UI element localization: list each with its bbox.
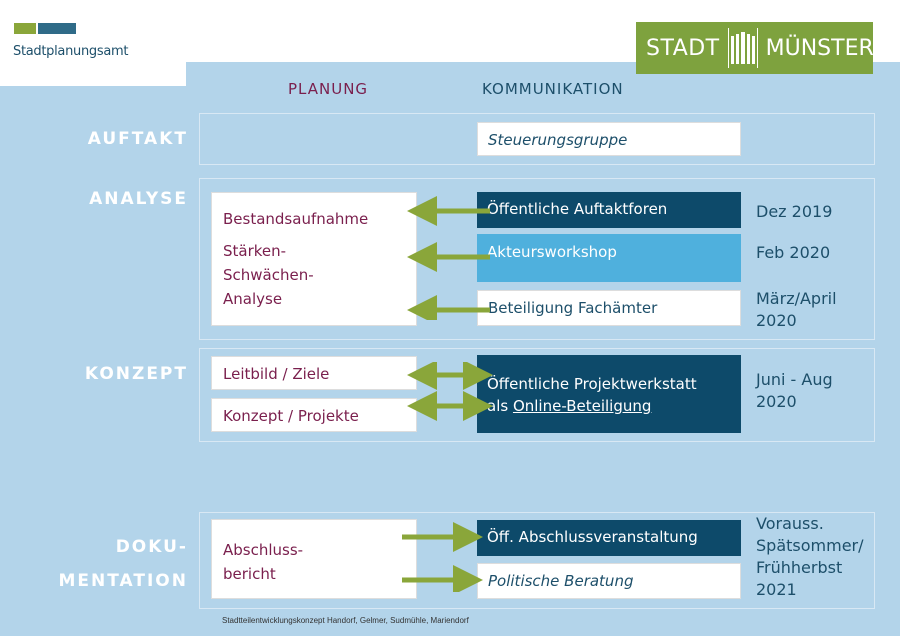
text-abschlussveranstaltung: Öff. Abschlussveranstaltung — [487, 528, 698, 546]
text-staerken: Stärken- — [223, 242, 287, 260]
box-projektwerkstatt: Öffentliche Projektwerkstatt als Online-… — [477, 355, 741, 433]
box-analyse-planung: Bestandsaufnahme Stärken- Schwächen- Ana… — [211, 192, 417, 326]
box-steuerungsgruppe: Steuerungsgruppe — [477, 122, 741, 156]
box-auftaktforen: Öffentliche Auftaktforen — [477, 192, 741, 228]
text-konzept-projekte: Konzept / Projekte — [223, 407, 359, 425]
stadt-muenster-brand: STADT MÜNSTER — [636, 22, 874, 74]
date-dez-2019: Dez 2019 — [756, 202, 833, 221]
cathedral-icon — [727, 28, 758, 68]
logo-blue-bar — [38, 23, 76, 34]
date-maerz-april-line2: 2020 — [756, 311, 797, 330]
box-abschlussveranstaltung: Öff. Abschlussveranstaltung — [477, 520, 741, 556]
logo-text: Stadtplanungsamt — [13, 44, 129, 59]
text-politische-beratung: Politische Beratung — [488, 572, 634, 590]
text-akteursworkshop: Akteursworkshop — [487, 243, 617, 261]
box-akteursworkshop: Akteursworkshop — [477, 234, 741, 282]
date-feb-2020: Feb 2020 — [756, 243, 831, 262]
text-schwaechen: Schwächen- — [223, 266, 314, 284]
date-juni-aug-line2: 2020 — [756, 392, 797, 411]
date-maerz-april: März/April 2020 — [756, 288, 837, 332]
logo-area: Stadtplanungsamt — [0, 0, 186, 86]
analyse-arrows — [407, 196, 490, 320]
konzept-arrows — [407, 362, 493, 421]
box-fachaemter: Beteiligung Fachämter — [477, 290, 741, 326]
date-juni-aug-line1: Juni - Aug — [756, 370, 833, 389]
section-analyse: ANALYSE — [89, 189, 188, 209]
section-doku-line1: DOKU- — [115, 537, 188, 557]
text-fachaemter: Beteiligung Fachämter — [488, 299, 658, 317]
text-auftaktforen: Öffentliche Auftaktforen — [487, 200, 668, 218]
brand-stadt: STADT — [646, 35, 720, 61]
text-bericht: bericht — [223, 565, 276, 583]
doku-arrows — [402, 522, 483, 592]
date-maerz-april-line1: März/April — [756, 289, 837, 308]
date-vorauss-line2: Spätsommer/ — [756, 536, 864, 555]
box-politische-beratung: Politische Beratung — [477, 563, 741, 599]
text-analyse: Analyse — [223, 290, 283, 308]
section-auftakt: AUFTAKT — [87, 129, 188, 149]
date-vorauss-line1: Vorauss. — [756, 514, 824, 533]
text-abschluss: Abschluss- — [223, 541, 304, 559]
text-projektwerkstatt: Öffentliche Projektwerkstatt — [487, 375, 697, 393]
section-dokumentation: DOKU- MENTATION — [59, 530, 188, 598]
header-planung: PLANUNG — [288, 80, 369, 98]
section-konzept: KONZEPT — [84, 364, 188, 384]
header-kommunikation: KOMMUNIKATION — [482, 80, 624, 98]
text-steuerungsgruppe: Steuerungsgruppe — [488, 131, 628, 149]
date-vorauss-line3: Frühherbst — [756, 558, 843, 577]
text-bestandsaufnahme: Bestandsaufnahme — [223, 210, 369, 228]
date-vorauss-line4: 2021 — [756, 580, 797, 599]
section-doku-line2: MENTATION — [58, 571, 188, 591]
link-online-beteiligung[interactable]: Online-Beteiligung — [512, 397, 652, 415]
footer-text: Stadtteilentwicklungskonzept Handorf, Ge… — [222, 616, 469, 625]
logo-green-bar — [14, 23, 36, 34]
text-leitbild: Leitbild / Ziele — [223, 365, 330, 383]
box-abschlussbericht: Abschluss- bericht — [211, 519, 417, 599]
brand-muenster: MÜNSTER — [765, 35, 874, 61]
date-juni-aug: Juni - Aug 2020 — [756, 369, 833, 413]
box-konzept-projekte: Konzept / Projekte — [211, 398, 417, 432]
box-leitbild: Leitbild / Ziele — [211, 356, 417, 390]
date-vorauss: Vorauss. Spätsommer/ Frühherbst 2021 — [756, 513, 864, 601]
